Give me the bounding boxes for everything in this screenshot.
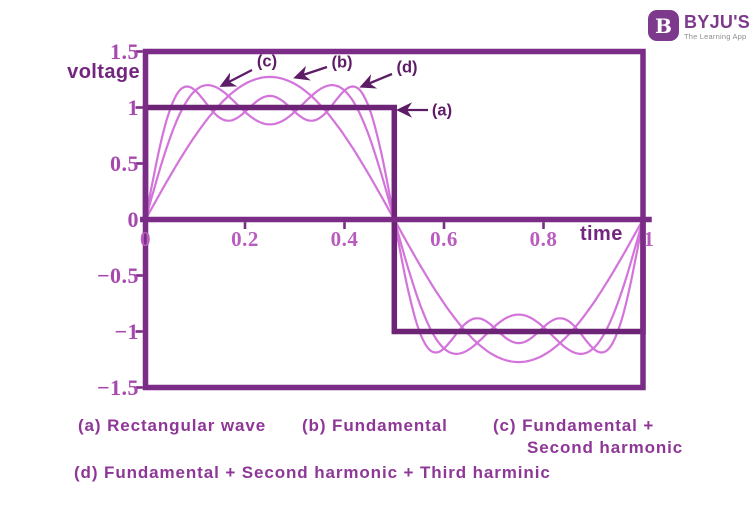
byjus-logo-text: BYJU'S The Learning App [684, 10, 750, 41]
caption-second-harmonic-line1: (c) Fundamental + [493, 416, 655, 435]
x-tick-label-0.6: 0.6 [430, 227, 458, 251]
annotation-label-a: (a) [431, 101, 453, 120]
x-axis-label: time [580, 223, 623, 245]
y-tick-label-0: 0 [127, 206, 139, 232]
annotation-label-d: (d) [396, 58, 418, 77]
byjus-badge-letter: B [655, 13, 672, 38]
x-tick-label-0: 0 [140, 227, 151, 251]
x-tick-label-0.8: 0.8 [529, 227, 558, 251]
y-tick-label-−0.5: −0.5 [96, 262, 139, 288]
annotation-label-b: (b) [331, 53, 353, 72]
annotation-arrow-b [293, 65, 328, 81]
byjus-logo: B BYJU'S The Learning App [648, 10, 750, 41]
x-tick-label-1: 1 [643, 227, 655, 251]
x-tick-label-0.2: 0.2 [231, 227, 259, 251]
y-axis-label: voltage [67, 61, 140, 83]
caption-second-harmonic-line2: Second harmonic [527, 438, 684, 457]
brand-tagline: The Learning App [684, 32, 747, 41]
y-tick-label-1.5: 1.5 [110, 38, 139, 64]
y-tick-label-0.5: 0.5 [110, 150, 139, 176]
annotation-arrow-d [359, 72, 393, 89]
caption-third-harmonic: (d) Fundamental + Second harmonic + Thir… [74, 463, 551, 482]
annotation-label-c: (c) [256, 52, 278, 71]
y-tick-label-−1.5: −1.5 [96, 374, 139, 400]
y-tick-label-1: 1 [127, 94, 139, 120]
y-tick-label-−1: −1 [114, 318, 139, 344]
x-tick-label-0.4: 0.4 [330, 227, 359, 251]
brand-name: BYJU'S [684, 12, 750, 32]
caption-rectangular-wave: (a) Rectangular wave [78, 416, 267, 435]
annotation-arrow-c [219, 68, 253, 87]
byjus-badge-icon: B [648, 10, 679, 41]
caption-fundamental: (b) Fundamental [302, 416, 448, 435]
